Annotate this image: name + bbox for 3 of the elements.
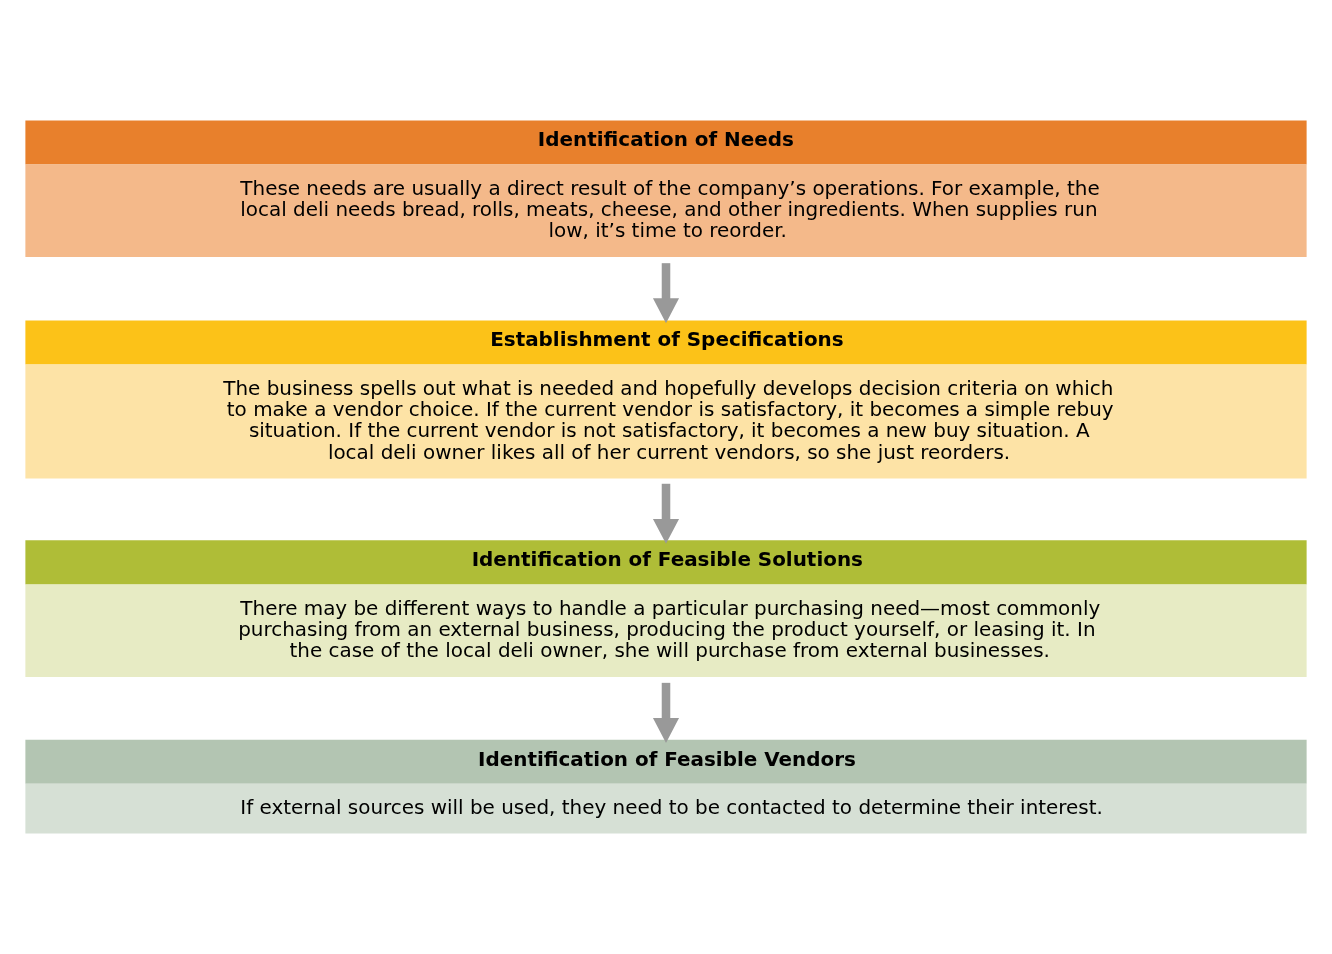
arrow xyxy=(652,263,680,324)
arrow xyxy=(652,483,680,544)
arrow xyxy=(652,682,680,743)
